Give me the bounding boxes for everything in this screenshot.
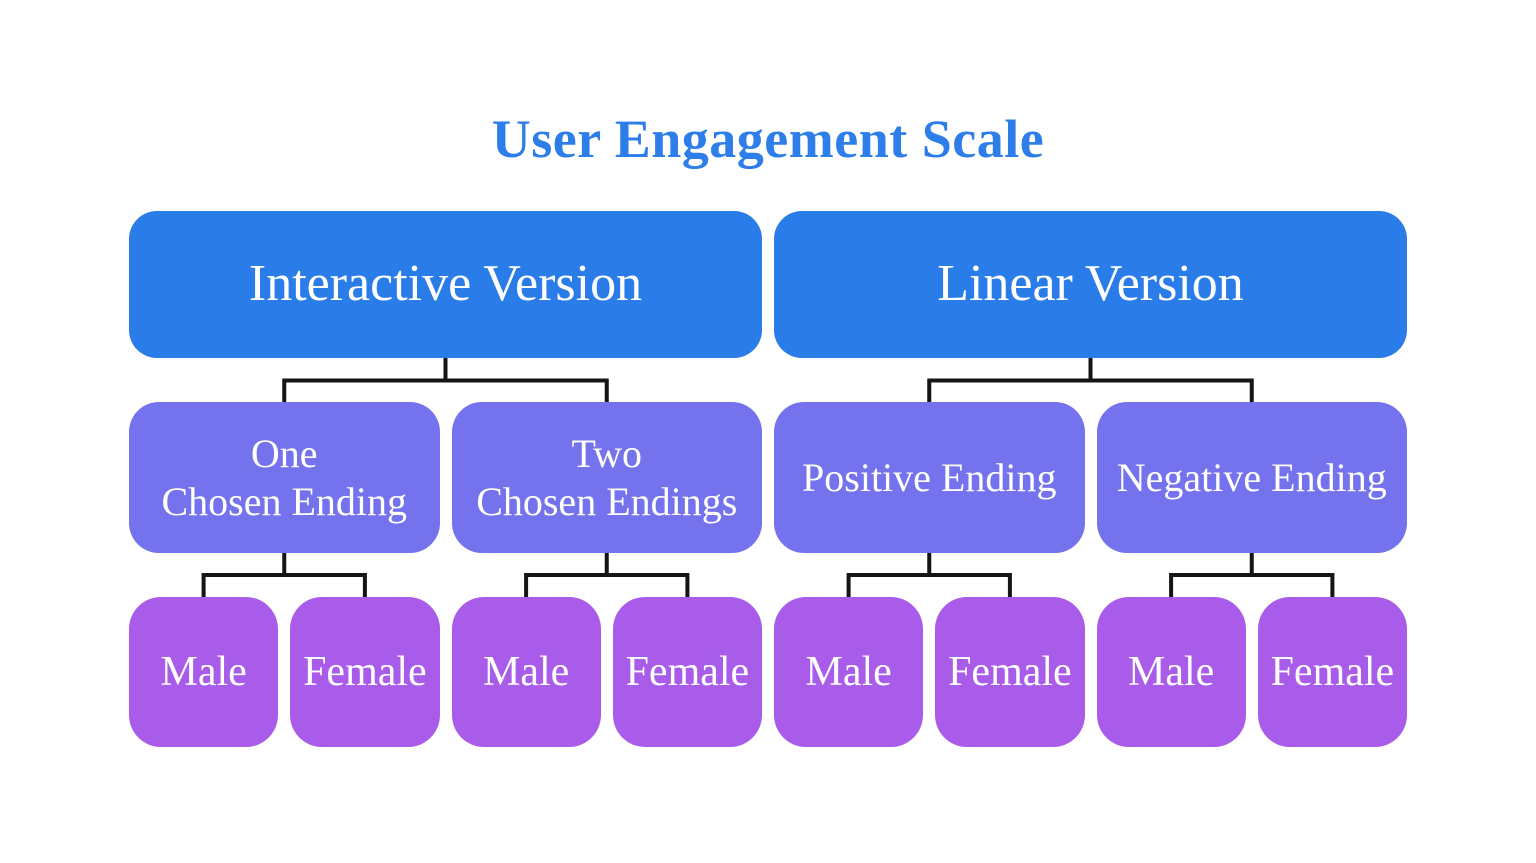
node-female-positive: Female — [935, 597, 1085, 747]
node-male-one-chosen: Male — [129, 597, 279, 747]
node-female-one-chosen: Female — [290, 597, 440, 747]
diagram-title: User Engagement Scale — [491, 109, 1045, 169]
node-interactive-version: Interactive Version — [129, 211, 762, 358]
node-female-two-chosen: Female — [612, 597, 762, 747]
tree-grid: Interactive Version Linear Version One C… — [129, 211, 1407, 747]
node-linear-version: Linear Version — [774, 211, 1407, 358]
node-two-chosen-endings: Two Chosen Endings — [451, 402, 762, 553]
node-male-negative: Male — [1096, 597, 1246, 747]
node-positive-ending: Positive Ending — [774, 402, 1085, 553]
node-male-two-chosen: Male — [451, 597, 601, 747]
node-female-negative: Female — [1257, 597, 1407, 747]
node-male-positive: Male — [774, 597, 924, 747]
node-negative-ending: Negative Ending — [1096, 402, 1407, 553]
node-one-chosen-ending: One Chosen Ending — [129, 402, 440, 553]
